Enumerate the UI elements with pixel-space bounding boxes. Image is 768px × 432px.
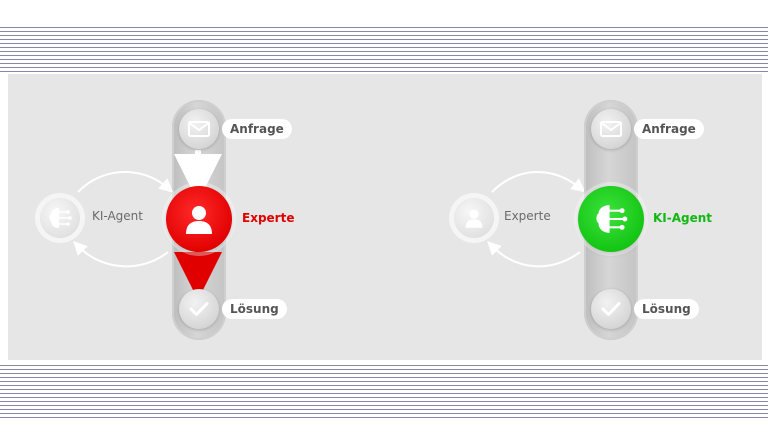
left-expert-label: Experte <box>242 211 295 225</box>
right-request-node <box>591 109 631 149</box>
right-agent-label: KI-Agent <box>653 211 713 225</box>
left-solution-node <box>179 289 219 329</box>
left-side-agent-node <box>40 198 80 238</box>
left-request-node <box>179 109 219 149</box>
brain-circuit-icon <box>49 208 72 228</box>
person-icon <box>465 209 483 228</box>
left-solution-label: Lösung <box>222 299 287 319</box>
right-solution-node <box>591 289 631 329</box>
checkmark-icon <box>189 302 209 316</box>
right-request-label: Anfrage <box>634 119 704 139</box>
right-curve-expert-to-agent <box>491 171 586 193</box>
person-icon <box>186 206 212 234</box>
envelope-icon <box>188 121 210 137</box>
top-noise-band <box>0 26 768 72</box>
diagram-panel: Anfrage Experte Lösung KI-Agent <box>8 74 762 360</box>
left-curve-agent-to-expert <box>77 171 174 193</box>
bottom-noise-band <box>0 364 768 418</box>
right-agent-node <box>578 186 644 252</box>
left-side-agent-label: KI-Agent <box>92 209 143 223</box>
checkmark-icon <box>601 302 621 316</box>
left-expert-node <box>166 186 232 252</box>
brain-circuit-icon <box>596 205 628 233</box>
envelope-icon <box>600 121 622 137</box>
right-curve-agent-to-expert <box>487 241 581 268</box>
right-solution-label: Lösung <box>634 299 699 319</box>
left-request-label: Anfrage <box>222 119 292 139</box>
left-curve-expert-to-agent <box>73 240 169 268</box>
right-side-expert-node <box>454 198 494 238</box>
right-side-expert-label: Experte <box>504 209 551 223</box>
